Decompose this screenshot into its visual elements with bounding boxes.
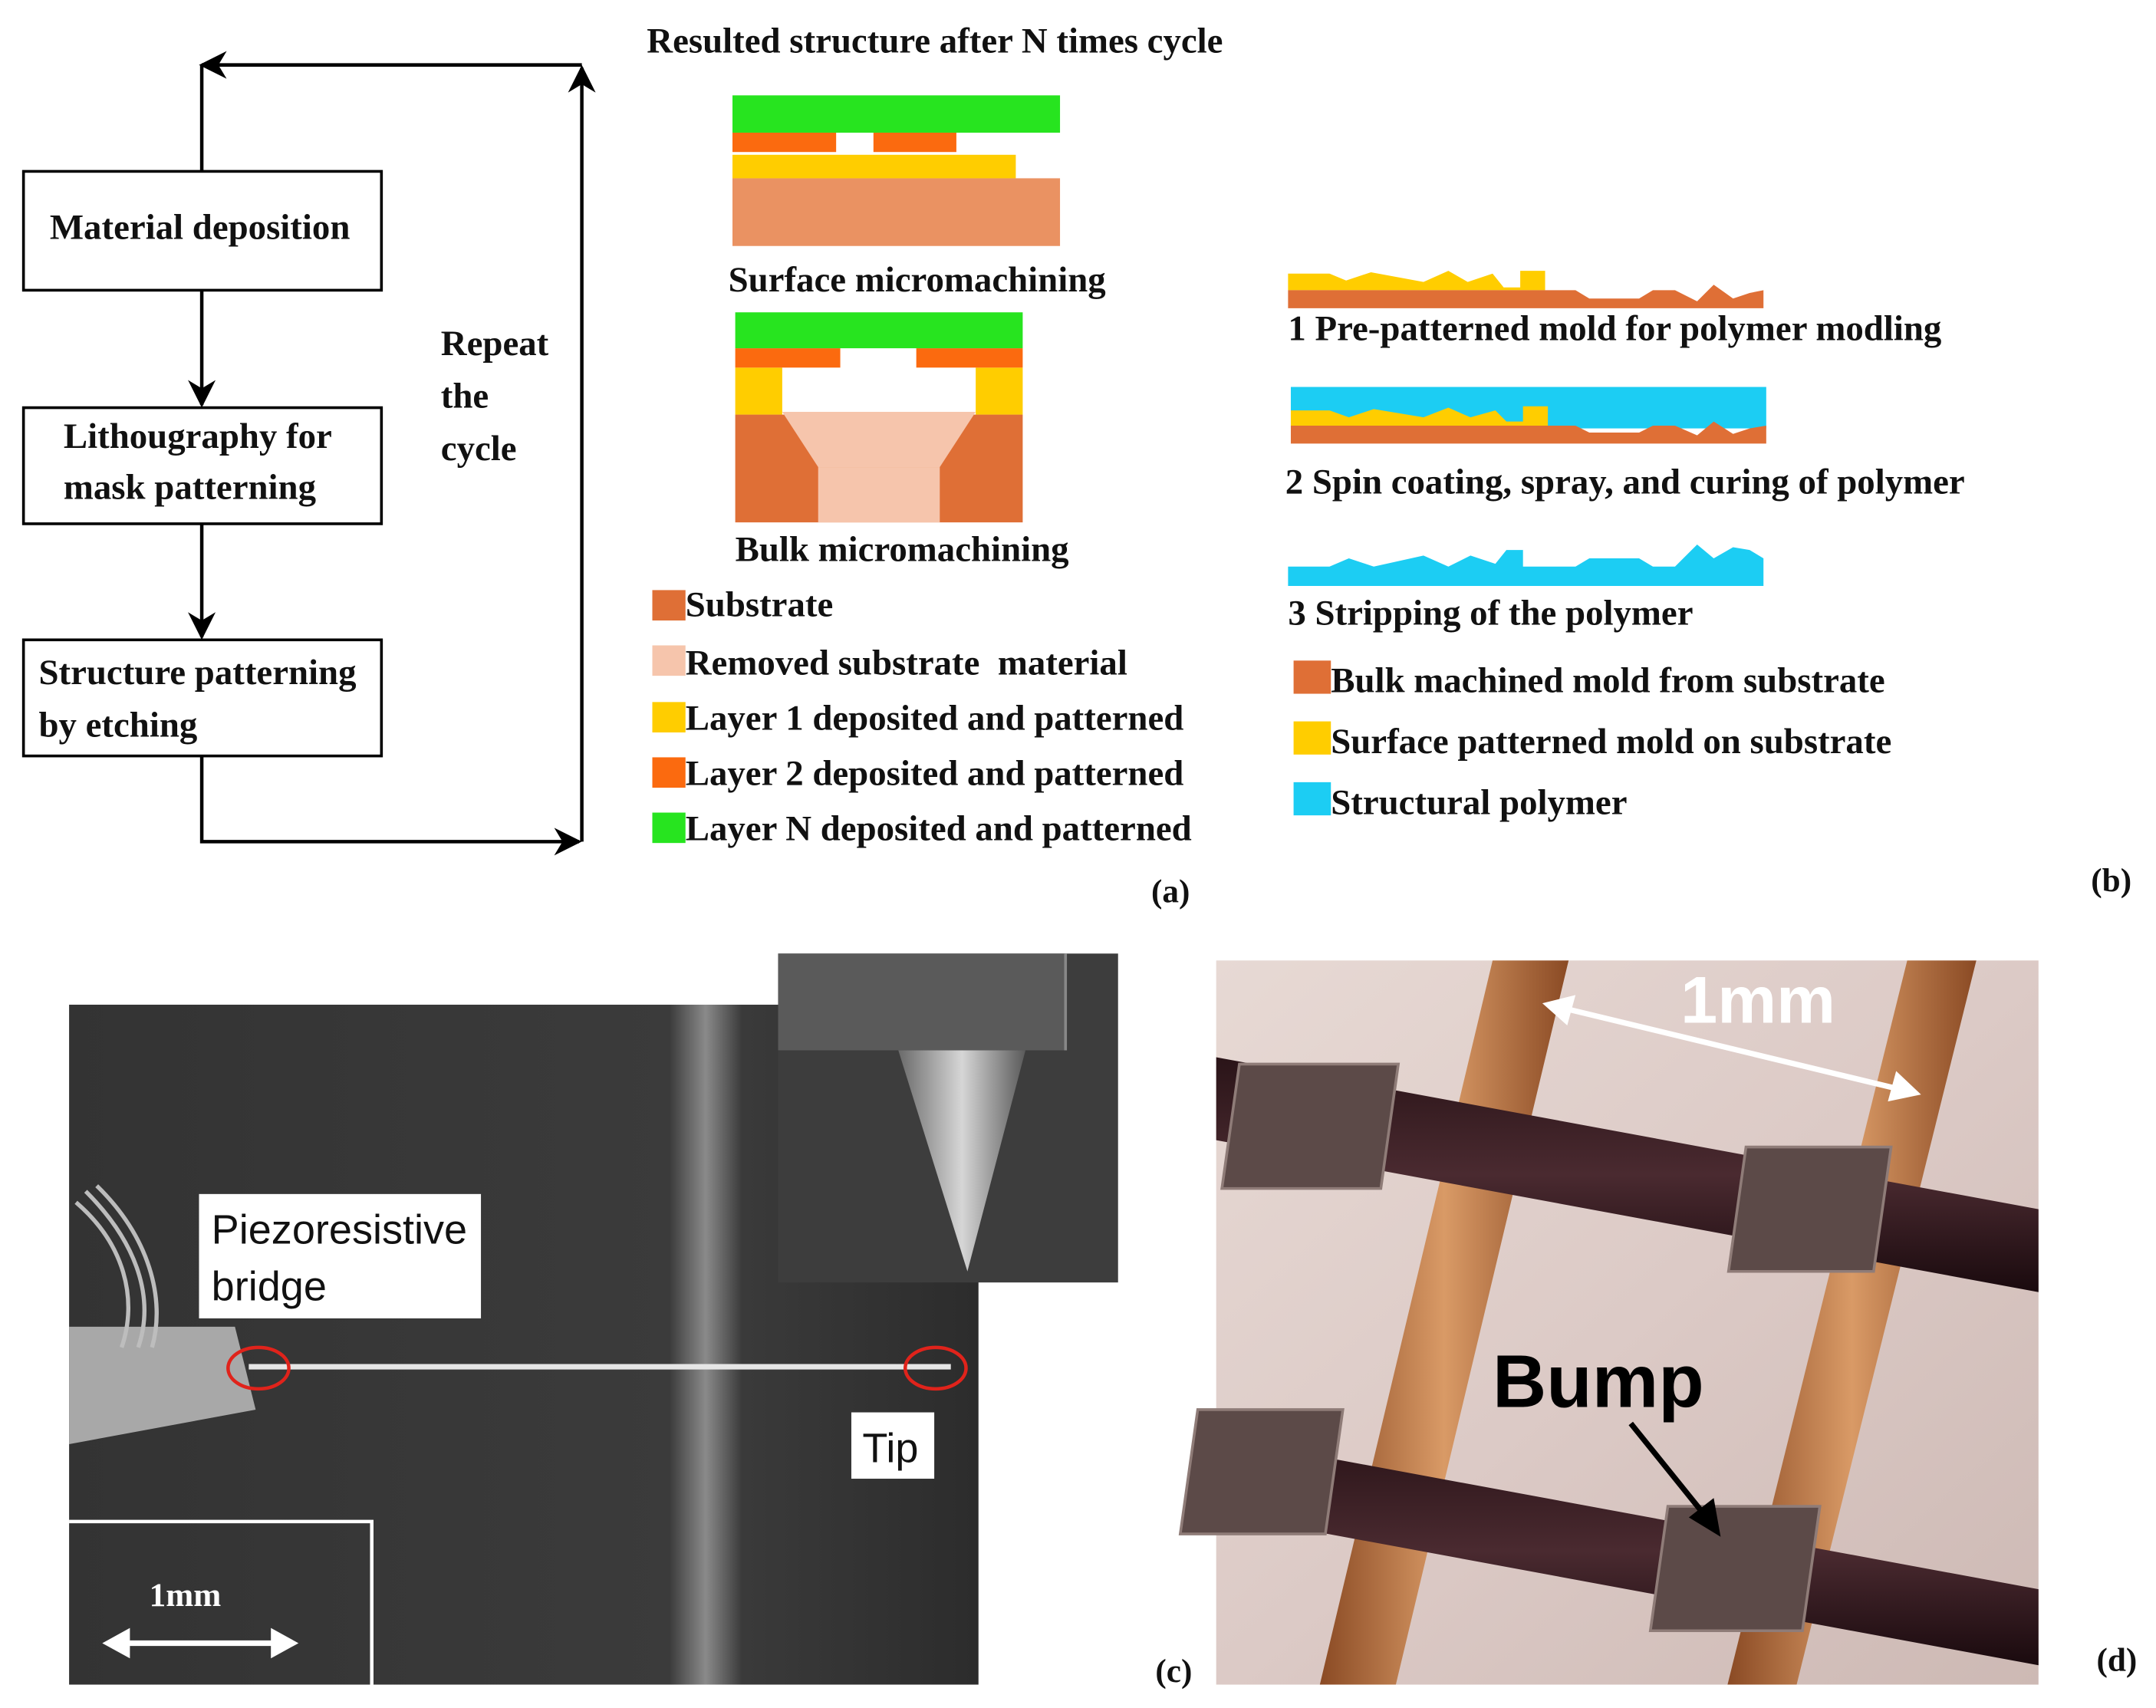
wire-bonds (74, 1184, 159, 1348)
repeat-label-1: Repeat (441, 324, 549, 364)
legend-a-label-removed: Removed substrate material (686, 643, 1127, 683)
inset-cantilever (778, 953, 1066, 1051)
panel-b-tag: (b) (2091, 862, 2131, 899)
surface-layer2-right (873, 132, 956, 153)
legend-a-swatch-layerN (652, 812, 686, 844)
surface-micromachining-diagram (732, 95, 1061, 246)
flow-box-etching (21, 638, 383, 758)
step2-surface-mold (1290, 406, 1549, 426)
panel-a-flowchart: Material deposition Lithougraphy for mas… (21, 51, 596, 856)
legend-b-swatch-surface (1293, 721, 1331, 755)
flow-box-lithography (21, 406, 383, 525)
scale-arrow-d-right (1888, 1071, 1921, 1102)
legend-b-label-bulk: Bulk machined mold from substrate (1331, 661, 1884, 701)
bulk-removed-through (818, 467, 940, 523)
legend-b-label-polymer: Structural polymer (1331, 782, 1627, 822)
flow-box-etching-line1: Structure patterning (38, 653, 356, 693)
tip-marker (903, 1345, 968, 1391)
bulk-layer1-right (976, 367, 1023, 415)
panel-b-molding: 1 Pre-patterned mold for polymer modling… (1285, 271, 2131, 899)
bump-label: Bump (1493, 1339, 1704, 1423)
surface-layerN (732, 95, 1061, 133)
panel-c-sem-image: Piezoresistive bridge Tip 1mm (c) (69, 953, 1192, 1690)
legend-a-label-substrate: Substrate (686, 585, 834, 625)
step2-bulk-mold (1290, 421, 1766, 444)
scale-arrow-d-left (1542, 995, 1576, 1026)
top-title: Resulted structure after N times cycle (647, 21, 1223, 61)
bulk-air-gap (782, 367, 976, 412)
repeat-label-2: the (441, 377, 489, 416)
legend-b-label-surface: Surface patterned mold on substrate (1331, 722, 1891, 762)
bump-1 (1220, 1062, 1401, 1190)
bulk-layer2-right (916, 348, 1023, 368)
bump-arrow-head (1688, 1498, 1721, 1537)
scale-box-c (69, 1519, 374, 1685)
bridge-label-box (199, 1193, 482, 1319)
panel-d-photo: 1mm Bump (d) (1178, 960, 2137, 1685)
bridge-label-line1: Piezoresistive (212, 1207, 467, 1253)
surface-substrate (732, 178, 1061, 246)
bulk-layerN (735, 312, 1023, 349)
legend-a-swatch-removed (652, 645, 686, 676)
tip-label: Tip (862, 1425, 918, 1471)
bridge-marker (226, 1345, 291, 1391)
scale-label-c: 1mm (150, 1577, 222, 1614)
panel-c-tag: (c) (1155, 1653, 1192, 1690)
flow-box-deposition (21, 169, 383, 292)
sensor-base (69, 1326, 256, 1444)
step1-surface-mold (1288, 271, 1545, 291)
bulk-caption: Bulk micromachining (736, 530, 1069, 570)
legend-b-swatch-bulk (1293, 660, 1331, 694)
step1-diagram (1288, 271, 1764, 308)
bulk-layer2-left (735, 348, 841, 368)
panel-a-structures: Resulted structure after N times cycle S… (647, 21, 1223, 910)
step3-diagram (1288, 544, 1764, 587)
tip-label-box (851, 1412, 935, 1479)
flow-box-deposition-label: Material deposition (50, 208, 350, 248)
copper-trace-right (1727, 960, 1977, 1685)
step2-diagram (1290, 387, 1766, 444)
panel-a-tag: (a) (1151, 874, 1190, 910)
surface-layer1 (732, 154, 1016, 179)
step1-caption: 1 Pre-patterned mold for polymer modling (1288, 308, 1941, 348)
bulk-layer1-left (735, 367, 782, 415)
bump-2 (1726, 1145, 1893, 1273)
step1-bulk-mold (1288, 285, 1764, 308)
flow-box-lithography-line2: mask patterning (64, 467, 316, 507)
scale-arrow-d (1554, 1003, 1911, 1095)
legend-a-label-layerN: Layer N deposited and patterned (686, 809, 1192, 849)
surface-layer2-left (732, 132, 837, 153)
legend-a-swatch-layer2 (652, 757, 686, 788)
scale-label-d: 1mm (1680, 963, 1835, 1037)
legend-a-swatch-layer1 (652, 702, 686, 733)
bump-3 (1178, 1408, 1345, 1535)
flow-box-etching-line2: by etching (38, 705, 197, 745)
bump-4 (1648, 1505, 1822, 1633)
dark-bar-bottom (1216, 1436, 2039, 1666)
legend-a-label-layer1: Layer 1 deposited and patterned (686, 698, 1184, 738)
legend-b-swatch-polymer (1293, 782, 1331, 816)
panel-d-tag: (d) (2096, 1641, 2137, 1678)
step3-caption: 3 Stripping of the polymer (1288, 593, 1693, 633)
legend-b: Bulk machined mold from substrate Surfac… (1293, 660, 1891, 822)
step3-polymer (1288, 544, 1764, 587)
legend-a-swatch-substrate (652, 590, 686, 621)
bridge-label-line2: bridge (212, 1264, 327, 1310)
inset-tip (898, 1050, 1026, 1272)
surface-caption: Surface micromachining (729, 260, 1106, 300)
arrow-loop-bottom (199, 755, 582, 856)
bulk-removed-cavity (782, 411, 976, 468)
bump-arrow (1628, 1421, 1713, 1525)
repeat-label-3: cycle (441, 429, 517, 469)
scale-arrow-c-right (271, 1627, 299, 1659)
scale-arrow-c-left (102, 1627, 130, 1659)
legend-a: Substrate Removed substrate material Lay… (652, 585, 1192, 849)
legend-a-label-layer2: Layer 2 deposited and patterned (686, 753, 1184, 793)
flow-box-lithography-line1: Lithougraphy for (64, 416, 332, 456)
step2-caption: 2 Spin coating, spray, and curing of pol… (1285, 462, 1965, 502)
bulk-micromachining-diagram (735, 312, 1023, 523)
